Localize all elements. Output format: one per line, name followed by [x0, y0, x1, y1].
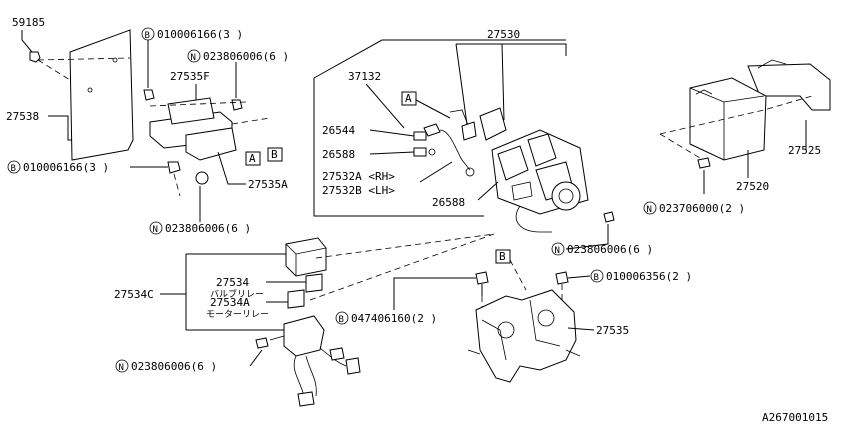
- label-27534A: 27534A: [210, 296, 250, 309]
- label-59185: 59185: [12, 16, 45, 29]
- nut-n2: N: [149, 221, 163, 235]
- ref-box-b-2: [495, 249, 511, 264]
- label-26544: 26544: [322, 124, 355, 137]
- label-26588a: 26588: [322, 148, 355, 161]
- label-b2: 010006166(3 ): [23, 161, 109, 174]
- panel-27538: [69, 29, 134, 161]
- label-27525: 27525: [788, 144, 821, 157]
- nut-n1: N: [187, 49, 201, 63]
- label-27534: 27534: [216, 276, 249, 289]
- bolt-b3: B: [335, 311, 349, 325]
- ref-box-a: [245, 151, 261, 166]
- label-27534C: 27534C: [114, 288, 154, 301]
- label-27530: 27530: [487, 28, 520, 41]
- label-27520: 27520: [736, 180, 769, 193]
- nut-n5: N: [115, 359, 129, 373]
- label-27535: 27535: [596, 324, 629, 337]
- relay-box-upper: [285, 237, 327, 277]
- pipe-brackets: [423, 107, 507, 177]
- hydraulic-unit-27530: [491, 129, 589, 233]
- label-n5: 023806006(6 ): [131, 360, 217, 373]
- wire-harness: [269, 315, 361, 407]
- ref-box-a-2: [401, 91, 417, 106]
- bracket-27535: [467, 289, 581, 383]
- svg-text:B: B: [499, 250, 506, 263]
- svg-text:B: B: [339, 315, 344, 325]
- clip-59185: [29, 51, 41, 63]
- nut-n3: N: [551, 242, 565, 256]
- label-27532b: 27532B <LH>: [322, 184, 395, 197]
- label-27532a: 27532A <RH>: [322, 170, 395, 183]
- label-27535A: 27535A: [248, 178, 288, 191]
- label-27535F: 27535F: [170, 70, 210, 83]
- label-26588b: 26588: [432, 196, 465, 209]
- label-n2: 023806006(6 ): [165, 222, 251, 235]
- bolt-b4: B: [590, 269, 604, 283]
- svg-text:N: N: [191, 53, 196, 63]
- svg-text:N: N: [555, 246, 560, 256]
- diagram-id: A267001015: [762, 411, 828, 424]
- label-n1: 023806006(6 ): [203, 50, 289, 63]
- bolt-b1: B: [141, 27, 155, 41]
- ref-box-b: [267, 147, 283, 162]
- label-27538: 27538: [6, 110, 39, 123]
- label-valve-relay: バルブリレー: [210, 288, 264, 300]
- label-motor-relay: モーターリレー: [206, 309, 269, 320]
- svg-text:B: B: [11, 164, 16, 174]
- svg-text:N: N: [153, 225, 158, 235]
- svg-text:B: B: [145, 31, 150, 41]
- bolt-b2: B: [7, 160, 21, 174]
- svg-text:N: N: [647, 205, 652, 215]
- label-n4: 023706000(2 ): [659, 202, 745, 215]
- bracket-27535F: [149, 97, 237, 161]
- nut-n4: N: [643, 201, 657, 215]
- label-b1: 010006166(3 ): [157, 28, 243, 41]
- svg-text:N: N: [119, 363, 124, 373]
- svg-text:B: B: [271, 148, 278, 161]
- label-b3: 047406160(2 ): [351, 312, 437, 325]
- ecu-27520: [689, 77, 767, 161]
- label-b4: 010006356(2 ): [606, 270, 692, 283]
- svg-text:A: A: [405, 92, 412, 105]
- label-37132: 37132: [348, 70, 381, 83]
- label-n3: 023806006(6 ): [567, 243, 653, 256]
- bracket-27525: [747, 59, 831, 111]
- svg-text:A: A: [249, 152, 256, 165]
- svg-text:B: B: [594, 273, 599, 283]
